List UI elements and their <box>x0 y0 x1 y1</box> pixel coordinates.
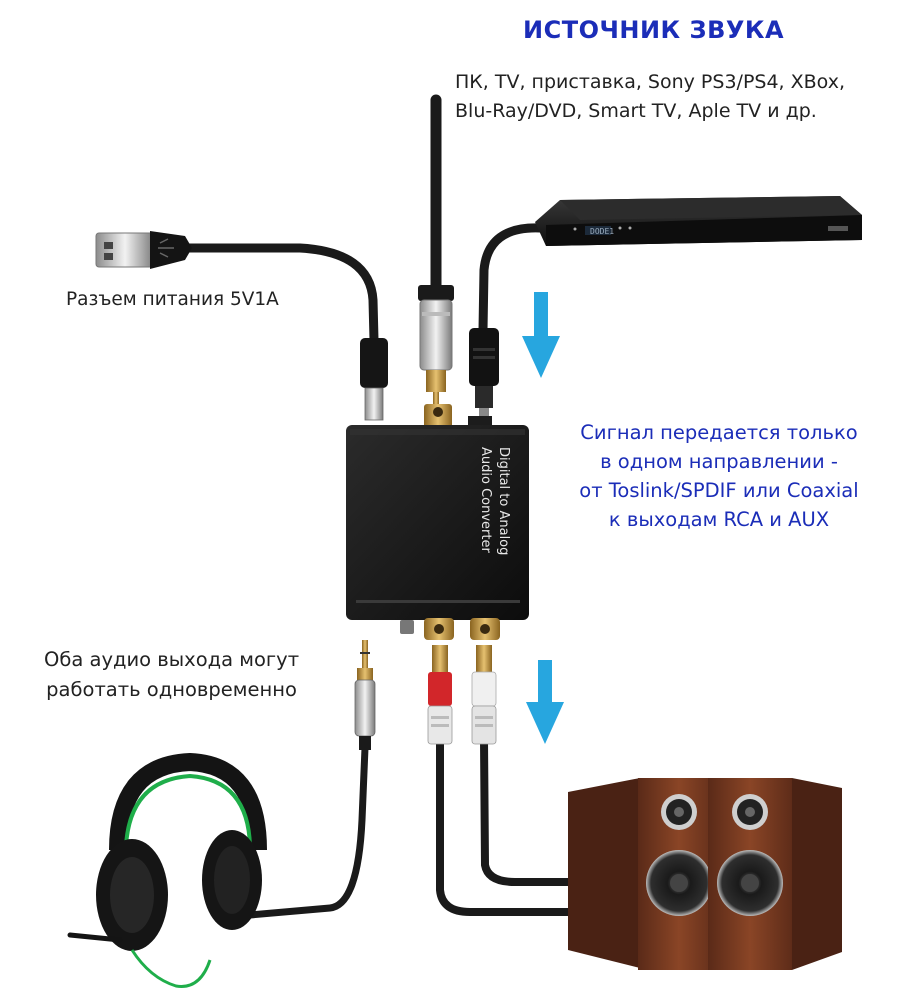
signal-direction-note: Сигнал передается только в одном направл… <box>554 418 884 534</box>
signal-note-line-1: Сигнал передается только <box>580 421 858 444</box>
sound-sources-caption: ПК, TV, приставка, Sony PS3/PS4, XBox, B… <box>455 68 845 126</box>
sound-sources-line-2: Blu-Ray/DVD, Smart TV, Aple TV и др. <box>455 100 817 122</box>
signal-arrow-bottom-icon <box>526 660 564 744</box>
signal-note-line-3: от Toslink/SPDIF или Coaxial <box>579 479 859 502</box>
toslink-plug <box>469 328 499 416</box>
rca-white-cable <box>480 736 579 886</box>
speaker-left <box>568 778 720 970</box>
signal-note-line-2: в одном направлении - <box>600 450 838 473</box>
diagram-title: ИСТОЧНИК ЗВУКА <box>523 16 785 44</box>
rca-white-plug <box>471 645 497 745</box>
outputs-note-line-2: работать одновременно <box>46 678 297 701</box>
rca-red-cable <box>436 736 604 916</box>
dc-power-plug <box>360 338 388 421</box>
power-connector-label: Разъем питания 5V1A <box>66 289 279 310</box>
headphones <box>67 752 267 988</box>
rca-red-plug <box>427 645 453 745</box>
sound-sources-line-1: ПК, TV, приставка, Sony PS3/PS4, XBox, <box>455 71 846 93</box>
converter-label-line1: Digital to Analog <box>496 447 511 555</box>
usb-plug <box>95 231 192 269</box>
headphone-cable <box>246 744 369 919</box>
signal-arrow-top-icon <box>522 292 560 378</box>
outputs-note-line-1: Оба аудио выхода могут <box>44 648 300 671</box>
coaxial-plug <box>418 285 454 404</box>
aux-3-5mm-plug <box>354 640 376 750</box>
cables <box>180 94 604 919</box>
optical-cable <box>478 223 545 335</box>
outputs-note: Оба аудио выхода могут работать одноврем… <box>44 645 299 705</box>
blu-ray-player: DODE1 <box>535 196 862 246</box>
signal-note-line-4: к выходам RCA и AUX <box>608 508 830 531</box>
dac-converter-box: Digital to Analog Audio Converter <box>346 404 529 640</box>
player-display-text: DODE1 <box>590 227 614 236</box>
converter-label-line2: Audio Converter <box>478 447 493 553</box>
usb-power-cable <box>180 243 379 345</box>
speaker-right <box>708 778 842 970</box>
